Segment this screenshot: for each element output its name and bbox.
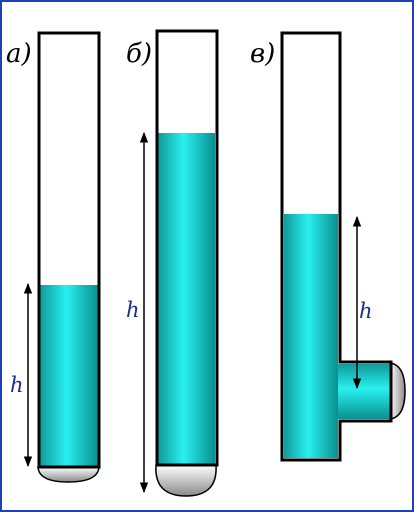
panel-a-liquid xyxy=(40,285,98,467)
panel-v-membrane xyxy=(389,362,406,420)
panel-b-liquid xyxy=(158,133,215,465)
panel-v: в) h xyxy=(250,31,406,462)
panel-v-liquid xyxy=(284,214,338,458)
panel-v-label: в) xyxy=(250,39,275,69)
panel-a-membrane xyxy=(37,466,100,483)
panel-b-tube xyxy=(155,29,219,467)
panel-b-height-label: h xyxy=(126,298,140,322)
panel-v-side-tube-liquid xyxy=(338,364,390,419)
panel-b-membrane xyxy=(155,464,217,497)
panel-a-label: а) xyxy=(6,39,32,69)
panel-v-height-label: h xyxy=(359,299,373,323)
panel-a-height-label: h xyxy=(10,373,24,397)
panel-a: а) h xyxy=(6,31,101,483)
panel-b: б) h xyxy=(126,29,219,497)
panel-v-tube xyxy=(280,31,393,462)
panel-b-label: б) xyxy=(126,39,152,69)
panel-a-tube xyxy=(37,31,101,469)
